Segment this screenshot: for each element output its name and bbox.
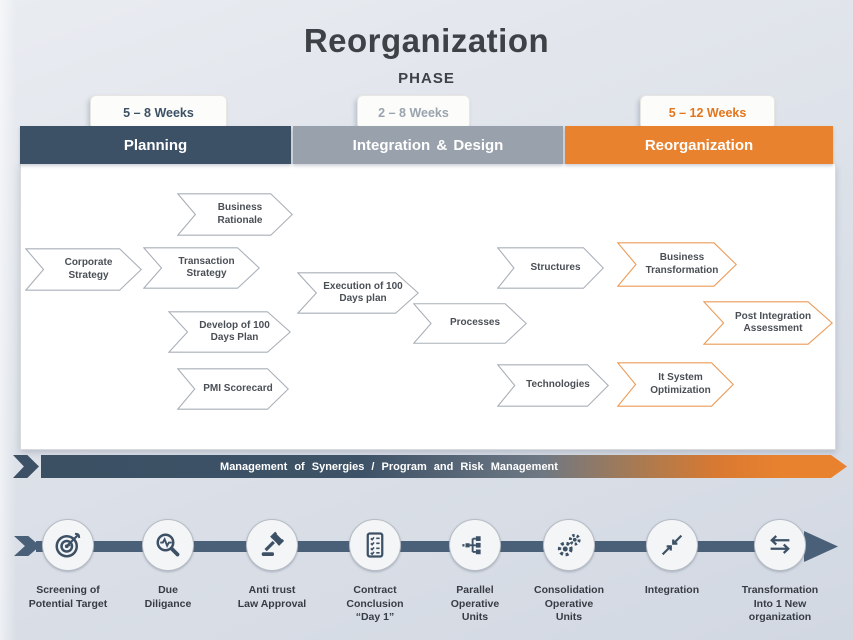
gavel-icon xyxy=(261,531,285,556)
milestone-circle xyxy=(349,519,401,571)
hierarchy-icon xyxy=(462,536,481,555)
target-icon xyxy=(55,532,81,558)
chevron-corporate-strategy: Corporate Strategy xyxy=(25,248,142,291)
milestone-label: Screening of Potential Target xyxy=(28,584,108,610)
chevron-structures: Structures xyxy=(497,247,604,289)
chevron-label: Execution of 100 Days plan xyxy=(323,280,403,305)
chevron-arrow-shape xyxy=(703,301,833,345)
synergy-banner: Management of Synergies / Program and Ri… xyxy=(41,455,847,478)
banner-start-chevron-icon xyxy=(13,455,39,478)
phase-bar-label: Integration & Design xyxy=(352,136,504,154)
milestone-label: Due Diligance xyxy=(144,584,192,610)
duration-label: 5 – 8 Weeks xyxy=(123,105,194,120)
synergy-banner-label: Management of Synergies / Program and Ri… xyxy=(220,460,558,473)
chevron-arrow-shape xyxy=(617,242,737,287)
milestone-label: Consolidation Operative Units xyxy=(534,584,604,624)
milestone-antitrust: Anti trust Law Approval xyxy=(224,519,320,611)
checklist-icon xyxy=(366,532,384,558)
duration-badge-planning: 5 – 8 Weeks xyxy=(90,95,227,130)
gears-icon xyxy=(557,533,581,557)
timeline-start-chevron-icon xyxy=(14,536,40,556)
chevron-arrow-shape xyxy=(177,193,293,236)
chevron-business-rationale: Business Rationale xyxy=(177,193,293,236)
milestone-label: Integration xyxy=(644,584,700,596)
phase-bar-label: Planning xyxy=(123,136,188,154)
chevron-transaction-strategy: Transaction Strategy xyxy=(143,247,260,289)
phase-bar-planning: Planning xyxy=(20,126,291,164)
milestone-circle xyxy=(449,519,501,571)
phase-heading: PHASE xyxy=(398,70,455,87)
phase-bar-reorganization: Reorganization xyxy=(565,126,833,164)
chevron-label: Develop of 100 Days Plan xyxy=(199,319,270,344)
phase-bar-integration-design: Integration & Design xyxy=(293,126,563,164)
chevron-processes: Processes xyxy=(413,303,527,344)
duration-badge-integration: 2 – 8 Weeks xyxy=(357,95,470,130)
milestone-circle xyxy=(543,519,595,571)
chevron-label: Business Rationale xyxy=(217,202,263,226)
timeline-line xyxy=(36,541,808,552)
chevron-post-integration-assessment: Post Integration Assessment xyxy=(703,301,833,345)
milestone-label: Parallel Operative Units xyxy=(450,584,500,624)
chevron-label: It System Optimization xyxy=(650,372,711,396)
milestone-circle xyxy=(754,519,806,571)
milestone-circle xyxy=(142,519,194,571)
page-title: Reorganization xyxy=(303,22,550,59)
chevron-it-system-optimization: It System Optimization xyxy=(617,362,734,407)
chevron-label: Processes xyxy=(449,317,501,329)
chevron-arrow-shape xyxy=(497,364,609,407)
duration-label: 2 – 8 Weeks xyxy=(378,105,449,120)
magnifier-pulse-icon xyxy=(156,533,180,557)
chevron-arrow-shape xyxy=(617,362,734,407)
chevron-label: Transaction Strategy xyxy=(178,255,235,280)
milestone-label: Transformation Into 1 New organization xyxy=(741,584,819,624)
chevron-label: Corporate Strategy xyxy=(64,257,113,281)
chevron-arrow-shape xyxy=(177,368,289,410)
chevron-pmi-scorecard: PMI Scorecard xyxy=(177,368,289,410)
chevron-label: Post Integration Assessment xyxy=(734,310,812,335)
milestone-circle xyxy=(42,519,94,571)
milestone-contract-day1: Contract Conclusion “Day 1” xyxy=(330,519,420,625)
milestone-label: Contract Conclusion “Day 1” xyxy=(346,584,404,624)
chevron-arrow-shape xyxy=(168,311,291,353)
chevron-arrow-shape xyxy=(143,247,260,289)
duration-badge-reorganization: 5 – 12 Weeks xyxy=(640,95,775,130)
duration-label: 5 – 12 Weeks xyxy=(668,105,747,120)
swap-arrows-icon xyxy=(770,535,790,554)
milestone-circle xyxy=(646,519,698,571)
chevron-develop-100-days-plan: Develop of 100 Days Plan xyxy=(168,311,291,353)
chevron-arrow-shape xyxy=(25,248,142,291)
phase-bar-label: Reorganization xyxy=(644,136,754,154)
chevron-label: Business Transformation xyxy=(645,252,719,276)
milestone-transformation: Transformation Into 1 New organization xyxy=(730,519,830,625)
milestone-circle xyxy=(246,519,298,571)
chevron-execution-100-days-plan: Execution of 100 Days plan xyxy=(297,272,419,314)
milestone-screening: Screening of Potential Target xyxy=(16,519,120,611)
chevron-label: PMI Scorecard xyxy=(203,382,273,394)
milestone-integration: Integration xyxy=(624,519,720,598)
milestone-parallel-units: Parallel Operative Units xyxy=(432,519,518,625)
milestone-label: Anti trust Law Approval xyxy=(237,584,307,610)
chevron-business-transformation: Business Transformation xyxy=(617,242,737,287)
chevron-arrow-shape xyxy=(297,272,419,314)
milestone-consolidation-units: Consolidation Operative Units xyxy=(526,519,612,625)
chevron-technologies: Technologies xyxy=(497,364,609,407)
chevron-label: Technologies xyxy=(526,379,590,391)
milestone-due-diligence: Due Diligance xyxy=(123,519,213,611)
converge-arrows-icon xyxy=(661,534,683,556)
chevron-arrow-shape xyxy=(413,303,527,344)
chevron-arrow-shape xyxy=(497,247,604,289)
chevron-label: Structures xyxy=(530,261,581,273)
